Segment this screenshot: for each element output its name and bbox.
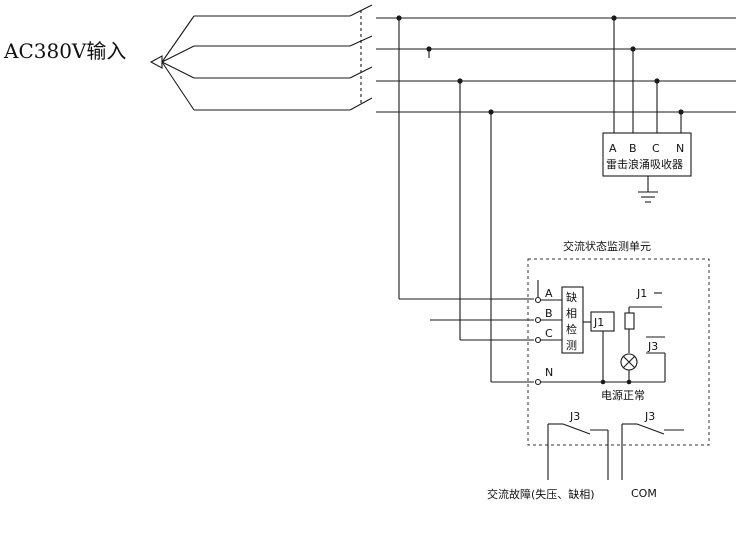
input-label: AC380V输入 [3,39,126,63]
svg-text:J1: J1 [593,316,604,329]
surge-terminal-c: C [652,142,660,155]
power-lamp-icon [620,353,638,385]
monitor-terminal-b: B [545,307,553,320]
out-relay-left-label: J3 [569,410,580,423]
ground-icon [638,176,658,203]
phase-detect-char-3: 检 [566,322,577,336]
monitor-unit-title: 交流状态监测单元 [563,239,651,253]
out-relay-right-label: J3 [644,410,655,423]
com-output-label: COM [631,487,657,500]
input-fan [149,15,350,111]
fault-output-label: 交流故障(失压、缺相) [487,487,595,501]
surge-terminal-a: A [609,142,617,155]
surge-absorber: A B C N 雷击浪涌吸收器 [602,132,692,177]
surge-drops [613,18,682,133]
surge-absorber-name: 雷击浪涌吸收器 [606,157,683,171]
output-contacts: J3 J3 [547,410,684,480]
monitor-terminal-n: N [545,366,553,379]
surge-terminal-n: N [676,142,684,155]
monitor-terminal-a: A [545,287,553,300]
phase-detect-char-1: 缺 [566,290,577,304]
svg-text:J1: J1 [636,287,647,300]
monitor-terminals: A B C N [534,280,641,386]
relay-j1-coil: J1 [590,311,615,385]
power-ok-label: 电源正常 [601,388,645,402]
relay-j1-contact: J1 [624,287,662,353]
svg-text:J3: J3 [647,340,658,353]
main-breaker [349,4,736,113]
monitor-feed-wires [398,18,534,383]
relay-j3-contact: J3 [629,336,666,383]
bus-junctions [396,15,684,115]
monitor-terminal-c: C [545,327,553,340]
phase-detect-char-2: 相 [566,307,577,320]
phase-detect-box: 缺 相 检 测 [561,286,591,354]
phase-detect-char-4: 测 [566,339,577,352]
surge-terminal-b: B [629,142,637,155]
monitor-unit-box [527,258,710,446]
